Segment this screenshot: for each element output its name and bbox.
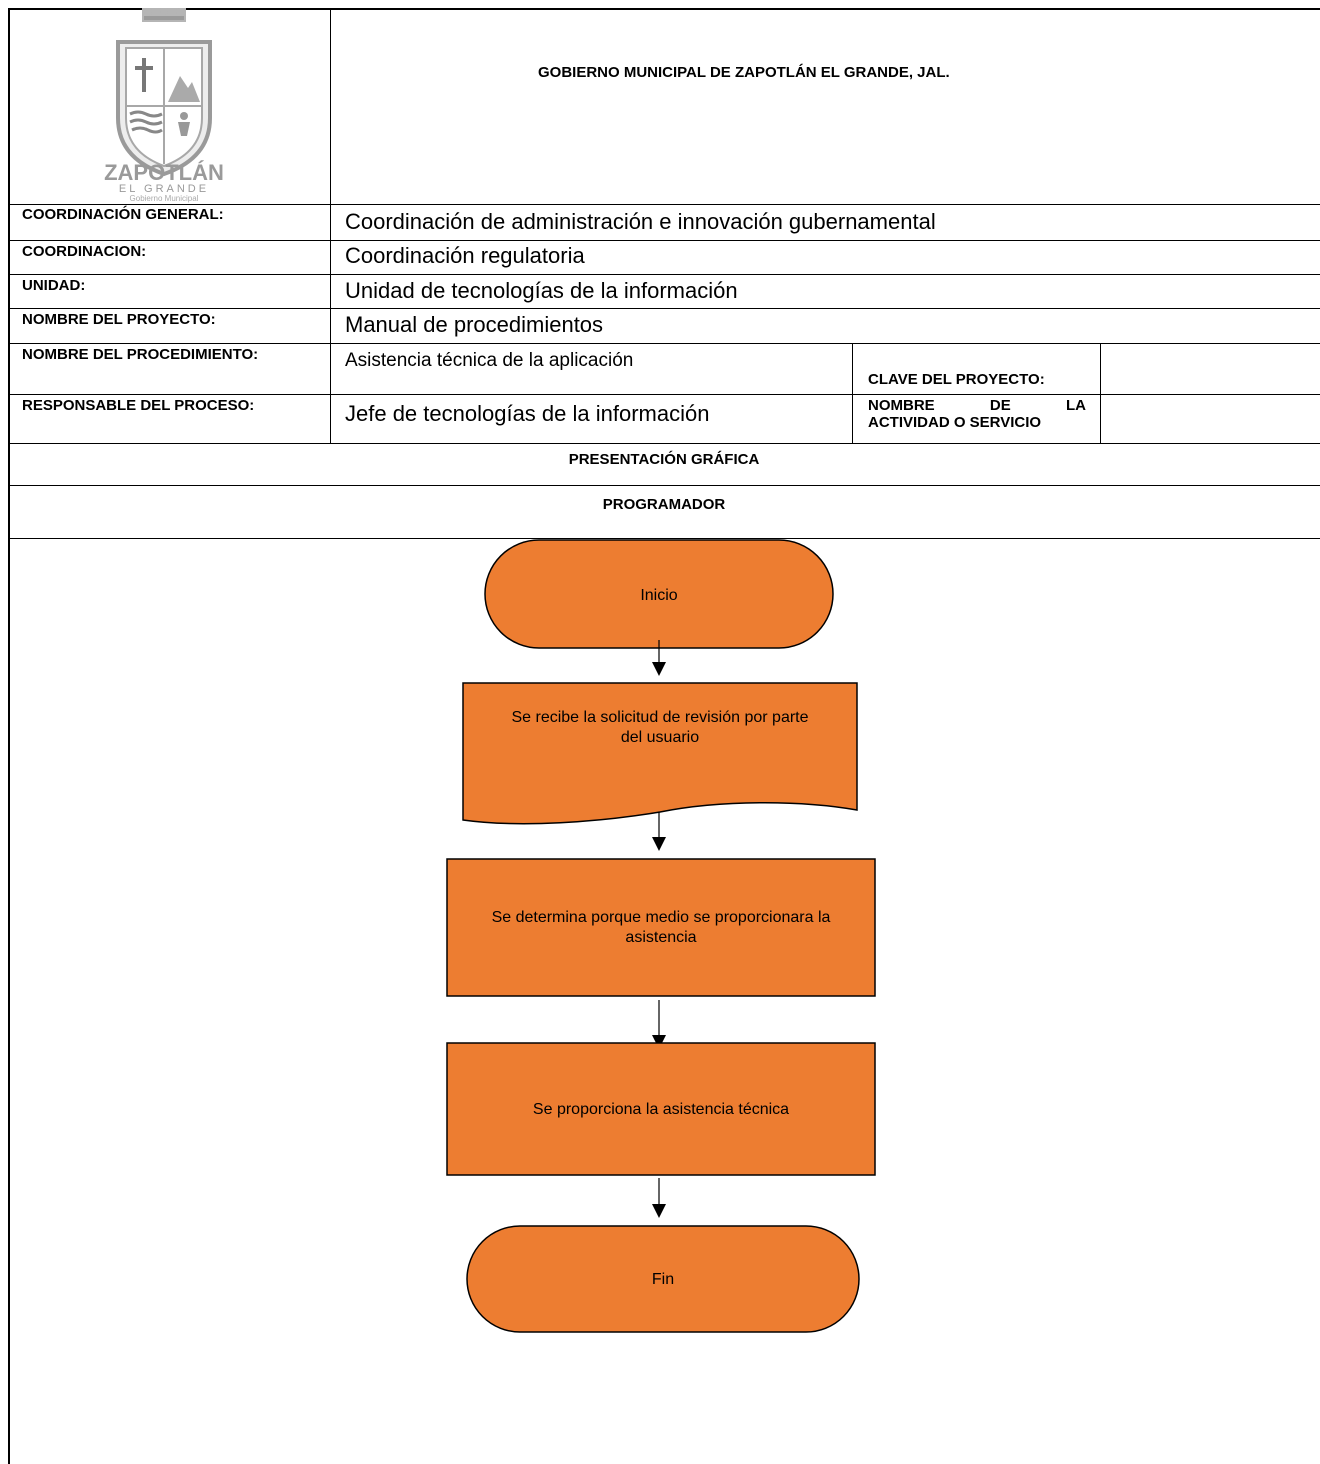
label-actividad: NOMBRE DE LA ACTIVIDAD O SERVICIO: [868, 397, 1086, 431]
logo-name: ZAPOTLÁN: [104, 160, 224, 185]
rule-row-1: [8, 204, 1320, 205]
logo-sub: EL GRANDE: [118, 183, 210, 195]
rule-row-5: [8, 343, 1320, 344]
label-nombre-procedimiento: NOMBRE DEL PROCEDIMIENTO:: [22, 346, 259, 363]
section-actor-programador: PROGRAMADOR: [602, 496, 726, 513]
flow-arrowhead-3: [652, 1035, 666, 1049]
flow-end-terminator: [466, 1225, 860, 1333]
flow-process-1-label-line2: asistencia: [625, 929, 696, 946]
label-coordinacion-general: COORDINACIÓN GENERAL:: [22, 206, 224, 223]
label-actividad-line2: ACTIVIDAD O SERVICIO: [868, 414, 1042, 431]
rule-row-6: [8, 394, 1320, 395]
flow-start-label: Inicio: [640, 587, 677, 604]
label-actividad-word-2: DE: [989, 397, 1011, 414]
label-coordinacion: COORDINACION:: [22, 243, 147, 260]
rule-row-7: [8, 443, 1320, 444]
flow-process-1-label-line1: Se determina porque medio se proporciona…: [492, 909, 831, 926]
label-actividad-word-3: LA: [1065, 397, 1086, 414]
label-clave-proyecto: CLAVE DEL PROYECTO:: [868, 371, 1045, 388]
rule-col-clave-value: [1100, 343, 1101, 444]
value-responsable: Jefe de tecnologías de la información: [345, 401, 710, 426]
document-frame: [8, 8, 1320, 1464]
flow-document-shape: [462, 682, 858, 825]
rule-row-8: [8, 485, 1320, 486]
value-coordinacion-general: Coordinación de administración e innovac…: [345, 209, 936, 234]
flow-arrowhead-2: [652, 837, 666, 851]
section-presentacion-grafica: PRESENTACIÓN GRÁFICA: [568, 451, 760, 468]
flow-process-1: [446, 858, 876, 997]
rule-row-2: [8, 240, 1320, 241]
value-nombre-proyecto: Manual de procedimientos: [345, 312, 604, 337]
rule-col-label: [330, 8, 331, 444]
label-actividad-word-1: NOMBRE: [868, 397, 935, 414]
flow-arrowhead-1: [652, 662, 666, 676]
value-coordinacion: Coordinación regulatoria: [345, 243, 585, 268]
label-responsable: RESPONSABLE DEL PROCESO:: [22, 397, 255, 414]
flow-arrowhead-4: [652, 1204, 666, 1218]
document-header-title: GOBIERNO MUNICIPAL DE ZAPOTLÁN EL GRANDE…: [538, 64, 950, 81]
label-unidad: UNIDAD:: [22, 277, 86, 294]
flow-end-label: Fin: [652, 1271, 674, 1288]
flow-document-label-line2: del usuario: [621, 729, 699, 746]
flow-process-2: [446, 1042, 876, 1176]
municipal-logo: ZAPOTLÁN EL GRANDE Gobierno Municipal: [100, 7, 228, 203]
value-unidad: Unidad de tecnologías de la información: [345, 278, 738, 303]
value-nombre-procedimiento: Asistencia técnica de la aplicación: [345, 350, 634, 371]
rule-col-clave-label: [852, 343, 853, 444]
flow-process-2-label: Se proporciona la asistencia técnica: [533, 1101, 789, 1118]
rule-row-4: [8, 308, 1320, 309]
rule-row-3: [8, 274, 1320, 275]
label-actividad-line1: NOMBRE DE LA: [868, 397, 1086, 414]
rule-row-9: [8, 538, 1320, 539]
flow-document-label-line1: Se recibe la solicitud de revisión por p…: [511, 709, 808, 726]
logo-tagline: Gobierno Municipal: [129, 194, 199, 203]
label-nombre-proyecto: NOMBRE DEL PROYECTO:: [22, 311, 216, 328]
